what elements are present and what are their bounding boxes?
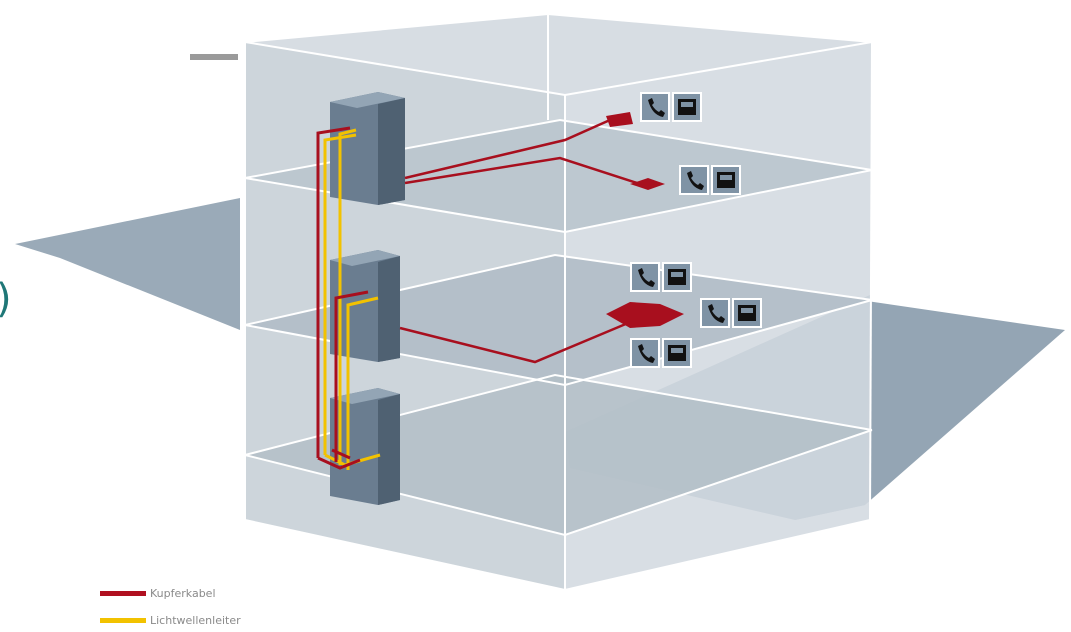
device-group-third-lower xyxy=(630,338,692,368)
device-group-top xyxy=(640,92,702,122)
device-group-second xyxy=(679,165,741,195)
legend-item-fiber: Lichtwellenleiter xyxy=(100,614,241,627)
terminal-icon xyxy=(662,338,692,368)
decorative-dash xyxy=(190,54,238,60)
phone-icon xyxy=(679,165,709,195)
copper-cable-runs xyxy=(399,118,641,364)
phone-icon xyxy=(640,92,670,122)
terminal-icon xyxy=(711,165,741,195)
copper-cable-riser xyxy=(316,126,369,470)
legend: Kupferkabel Lichtwellenleiter xyxy=(100,587,241,627)
terminal-icon xyxy=(732,298,762,328)
legend-item-copper: Kupferkabel xyxy=(100,587,216,600)
legend-label-fiber: Lichtwellenleiter xyxy=(150,614,241,627)
network-hub-icon xyxy=(606,112,684,328)
legend-label-copper: Kupferkabel xyxy=(150,587,216,600)
terminal-icon xyxy=(672,92,702,122)
legend-swatch-fiber xyxy=(100,618,146,623)
phone-icon xyxy=(630,338,660,368)
device-group-third-right xyxy=(700,298,762,328)
phone-icon xyxy=(700,298,730,328)
fiber-optic-riser xyxy=(323,128,381,470)
phone-icon xyxy=(630,262,660,292)
closing-paren-fragment: ) xyxy=(0,276,12,322)
legend-swatch-copper xyxy=(100,591,146,596)
terminal-icon xyxy=(662,262,692,292)
rack-cabinet-top xyxy=(330,92,405,205)
device-group-third-upper xyxy=(630,262,692,292)
